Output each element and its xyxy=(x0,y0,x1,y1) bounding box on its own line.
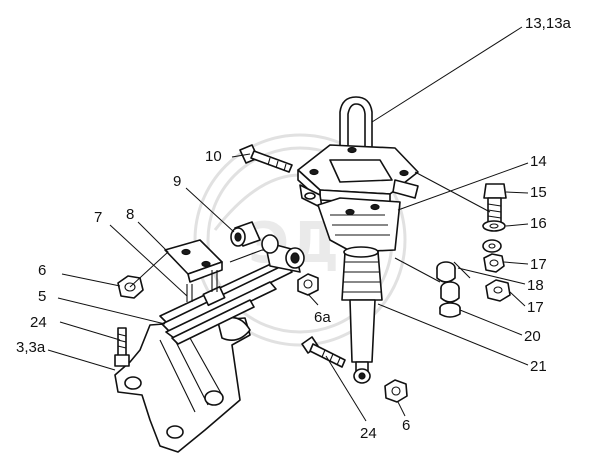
callout-6a: 6а xyxy=(314,309,331,326)
callout-17-lower: 17 xyxy=(527,299,544,316)
bolt-part-15 xyxy=(483,183,507,227)
callout-21: 21 xyxy=(530,358,547,375)
bushing-part xyxy=(230,221,261,247)
callout-17-upper: 17 xyxy=(530,256,547,273)
bolt-part-left xyxy=(114,327,130,367)
callout-8: 8 xyxy=(126,206,134,223)
rubber-bushing-part-18 xyxy=(436,261,471,303)
callout-5: 5 xyxy=(38,288,46,305)
bracket-part-14 xyxy=(317,197,401,253)
callout-3-3a: 3,3а xyxy=(16,339,46,356)
callout-6-right: 6 xyxy=(402,417,410,434)
leader-lines xyxy=(47,26,529,422)
shock-absorber-part xyxy=(341,246,383,384)
upper-bracket-part xyxy=(297,96,419,209)
callout-15: 15 xyxy=(530,184,547,201)
callout-10: 10 xyxy=(205,148,222,165)
nut-part-17 xyxy=(485,279,511,302)
callout-16: 16 xyxy=(530,215,547,232)
callout-18: 18 xyxy=(527,277,544,294)
callout-labels: 13,13а 14 15 16 17 18 17 20 21 10 9 8 7 … xyxy=(16,15,572,442)
callout-6-left: 6 xyxy=(38,262,46,279)
callout-14: 14 xyxy=(530,153,547,170)
callout-9: 9 xyxy=(173,173,181,190)
nut-part-right xyxy=(384,379,408,403)
washer-part-16 xyxy=(482,220,506,232)
washer-nut-part-17 xyxy=(482,239,505,273)
washer-part-20 xyxy=(439,302,461,318)
callout-24-left: 24 xyxy=(30,314,47,331)
leaf-spring-part xyxy=(159,249,301,345)
callout-13-13a: 13,13а xyxy=(525,15,572,32)
callout-20: 20 xyxy=(524,328,541,345)
stud-bolts-part xyxy=(186,270,218,302)
bolt-part-lower xyxy=(301,336,346,368)
nut-part-6a xyxy=(297,273,319,296)
callout-24-lower: 24 xyxy=(360,425,377,442)
spring-eye-bushing xyxy=(261,234,305,273)
callout-7: 7 xyxy=(94,209,102,226)
pad-part xyxy=(164,239,223,283)
